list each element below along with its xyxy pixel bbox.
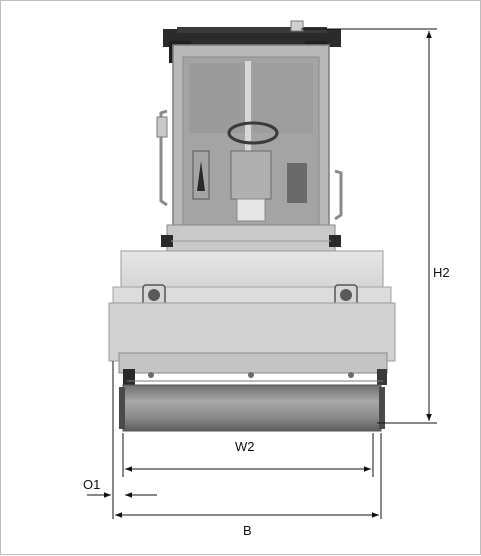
label-h2: H2	[433, 265, 450, 280]
dimension-o1	[87, 361, 157, 519]
roller-machine	[108, 20, 396, 432]
dimension-b	[115, 433, 382, 519]
label-o1: O1	[83, 477, 100, 492]
cab	[156, 44, 343, 232]
label-w2: W2	[235, 439, 255, 454]
lower-frame	[108, 302, 396, 385]
dimension-h2	[301, 28, 437, 424]
dimension-w2	[122, 433, 374, 477]
cab-base	[161, 224, 341, 254]
label-b: B	[243, 523, 252, 538]
dimension-lines	[87, 28, 437, 519]
roller-drum	[119, 384, 385, 432]
